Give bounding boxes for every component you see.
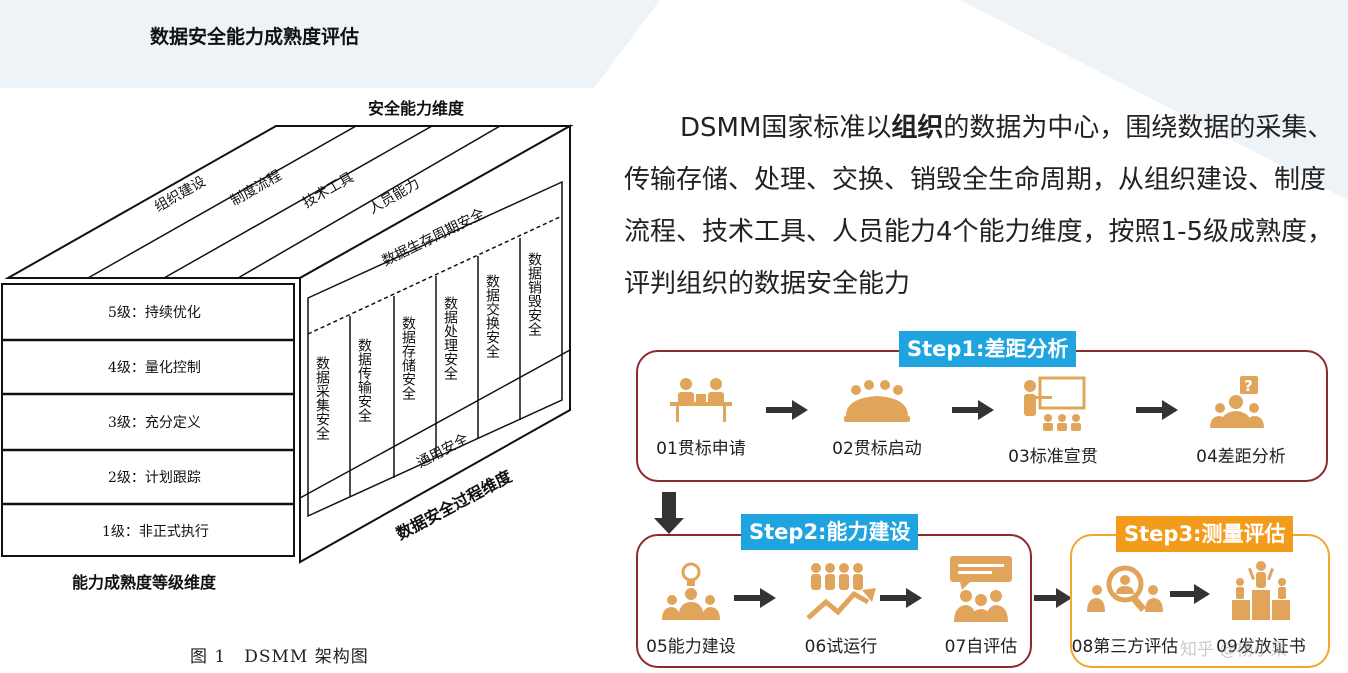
question-person-icon: ? bbox=[1210, 376, 1264, 428]
arrow-right-icon bbox=[734, 588, 776, 608]
step-item-label: 05能力建设 bbox=[646, 637, 736, 657]
lightbulb-team-icon bbox=[662, 562, 720, 620]
paragraph-bold: 组织 bbox=[891, 113, 944, 143]
chat-team-icon bbox=[950, 556, 1012, 622]
figure-caption: 图 1 DSMM 架构图 bbox=[190, 647, 369, 667]
arrow-right-icon bbox=[1136, 400, 1178, 420]
step3-label: Step3:测量评估 bbox=[1116, 516, 1294, 552]
step-item: ? 04差距分析 bbox=[1166, 376, 1316, 467]
arrow-right-icon bbox=[1170, 584, 1210, 604]
group-meeting-icon bbox=[844, 380, 910, 422]
lifecycle-stage-label: 数据交换安全 bbox=[484, 274, 500, 358]
magnifier-team-icon bbox=[1087, 565, 1163, 613]
page-title: 数据安全能力成熟度评估 bbox=[150, 26, 360, 48]
step-item-label: 03标准宣贯 bbox=[1008, 447, 1098, 467]
watermark: 知乎 @杨小果 bbox=[1180, 640, 1288, 660]
background-shape bbox=[0, 0, 660, 88]
lifecycle-stage-label: 数据采集安全 bbox=[314, 356, 330, 440]
description-paragraph: DSMM国家标准以组织的数据为中心，围绕数据的采集、传输存储、处理、交换、销毁全… bbox=[624, 102, 1340, 310]
step-item: 05能力建设 bbox=[616, 562, 766, 657]
arrow-right-icon bbox=[952, 400, 994, 420]
paragraph-text: DSMM国家标准以 bbox=[680, 113, 892, 143]
step1-label: Step1:差距分析 bbox=[899, 331, 1077, 367]
level-label: 1级：非正式执行 bbox=[102, 524, 209, 540]
step-item: 06试运行 bbox=[766, 562, 916, 657]
paragraph-text: 的数据为中心，围绕数据的采集、传输存储、处理、交换、销毁全生命周期，从组织建设、… bbox=[624, 113, 1334, 299]
level-label: 4级：量化控制 bbox=[108, 360, 201, 376]
arrow-right-icon bbox=[880, 588, 922, 608]
podium-icon bbox=[1232, 561, 1290, 620]
arrow-right-icon bbox=[1034, 588, 1072, 608]
presentation-icon bbox=[1024, 376, 1086, 431]
step-item: 07自评估 bbox=[906, 556, 1056, 657]
step-item: 02贯标启动 bbox=[802, 376, 952, 459]
level-dim-label: 能力成熟度等级维度 bbox=[72, 573, 217, 592]
step2-label: Step2:能力建设 bbox=[741, 514, 919, 550]
step-item: 09发放证书 bbox=[1186, 560, 1336, 657]
step-item-label: 04差距分析 bbox=[1196, 447, 1286, 467]
arrow-right-icon bbox=[766, 400, 808, 420]
growth-chart-team-icon bbox=[806, 563, 876, 620]
step-item: 08第三方评估 bbox=[1050, 562, 1200, 657]
step-item: 01贯标申请 bbox=[626, 376, 776, 459]
step1-box bbox=[636, 350, 1328, 482]
lifecycle-stage-label: 数据传输安全 bbox=[356, 338, 372, 422]
step-item-label: 06试运行 bbox=[804, 637, 878, 657]
lifecycle-stage-label: 数据销毁安全 bbox=[526, 252, 542, 336]
step-item-label: 01贯标申请 bbox=[656, 439, 746, 459]
level-label: 5级：持续优化 bbox=[108, 304, 201, 321]
arrow-down-icon bbox=[654, 492, 684, 534]
step-item-label: 07自评估 bbox=[944, 637, 1018, 657]
step-item: 03标准宣贯 bbox=[978, 376, 1128, 467]
lifecycle-stage-label: 数据存储安全 bbox=[400, 316, 416, 400]
step-item-label: 09发放证书 bbox=[1216, 637, 1306, 657]
svg-text:?: ? bbox=[1244, 377, 1253, 395]
dsmm-architecture-figure: 安全能力维度 组织建设 制度流程 技术工具 人员能力 数据生存周期安全 通用安全… bbox=[1, 99, 574, 592]
step-item-label: 08第三方评估 bbox=[1071, 637, 1179, 657]
lifecycle-stage-label: 数据处理安全 bbox=[442, 296, 458, 380]
figure-top-label: 安全能力维度 bbox=[368, 99, 465, 118]
level-label: 3级：充分定义 bbox=[108, 415, 201, 431]
level-label: 2级：计划跟踪 bbox=[108, 470, 201, 486]
meeting-desk-icon bbox=[670, 378, 732, 422]
step-item-label: 02贯标启动 bbox=[832, 439, 922, 459]
